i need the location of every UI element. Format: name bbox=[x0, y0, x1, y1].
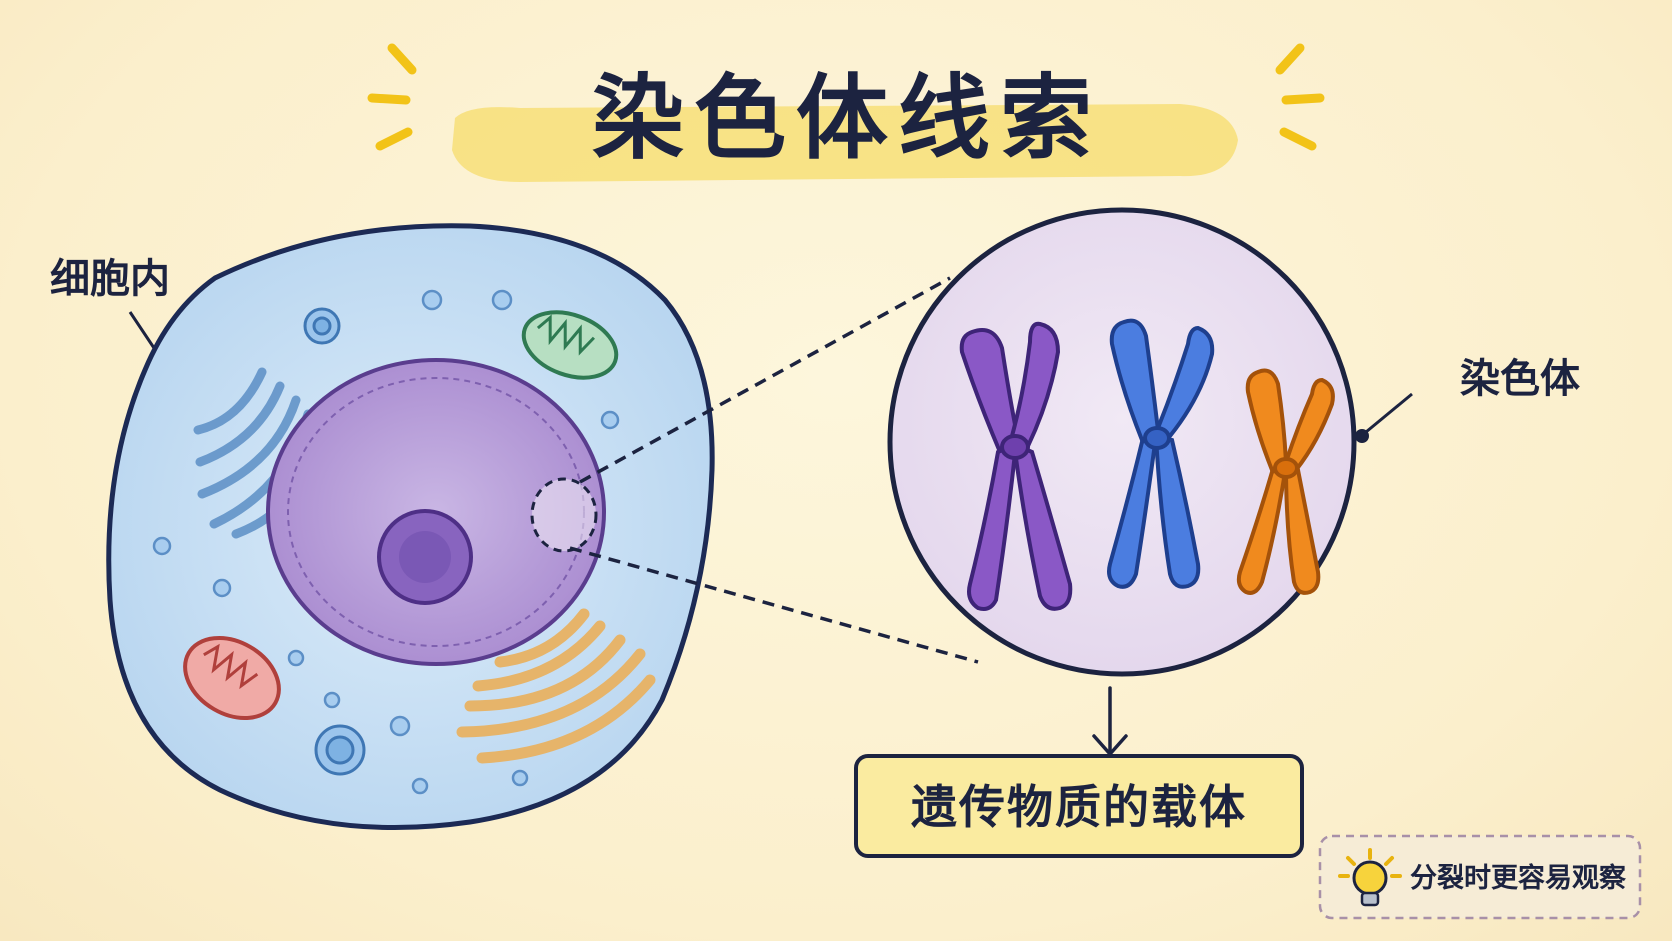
chromosome-blue bbox=[1107, 318, 1215, 589]
page-title: 染色体线索 bbox=[592, 65, 1102, 172]
nucleus bbox=[266, 358, 606, 666]
zoom-connector-lines bbox=[569, 276, 979, 664]
mitochondrion-red bbox=[183, 636, 281, 720]
lightbulb-icon bbox=[1338, 848, 1402, 907]
title-highlight bbox=[452, 104, 1238, 182]
chromosome-label: 染色体 bbox=[1460, 356, 1580, 402]
sunburst-icon-left bbox=[367, 43, 417, 151]
title-group: 染色体线索 bbox=[367, 43, 1325, 182]
tip-box: 分裂时更容易观察 bbox=[1318, 834, 1642, 920]
chromosome-leader-dot bbox=[1355, 429, 1369, 443]
down-arrow-icon bbox=[1092, 686, 1128, 757]
chromosome-leader-line bbox=[1365, 392, 1413, 434]
golgi-apparatus bbox=[456, 608, 656, 764]
tip-label: 分裂时更容易观察 bbox=[1410, 862, 1627, 894]
zoom-source-marker bbox=[530, 477, 598, 553]
chromosome-orange bbox=[1236, 368, 1335, 595]
carrier-box: 遗传物质的载体 bbox=[854, 754, 1304, 858]
chromosome-purple bbox=[959, 321, 1073, 611]
sunburst-icon-right bbox=[1275, 43, 1325, 151]
vesicles bbox=[152, 289, 620, 795]
zoom-view bbox=[887, 207, 1357, 677]
cell bbox=[106, 223, 715, 831]
lysosomes bbox=[303, 307, 366, 776]
carrier-label: 遗传物质的载体 bbox=[911, 780, 1247, 834]
mitochondrion-green bbox=[521, 310, 619, 380]
cell-label: 细胞内 bbox=[50, 256, 170, 302]
